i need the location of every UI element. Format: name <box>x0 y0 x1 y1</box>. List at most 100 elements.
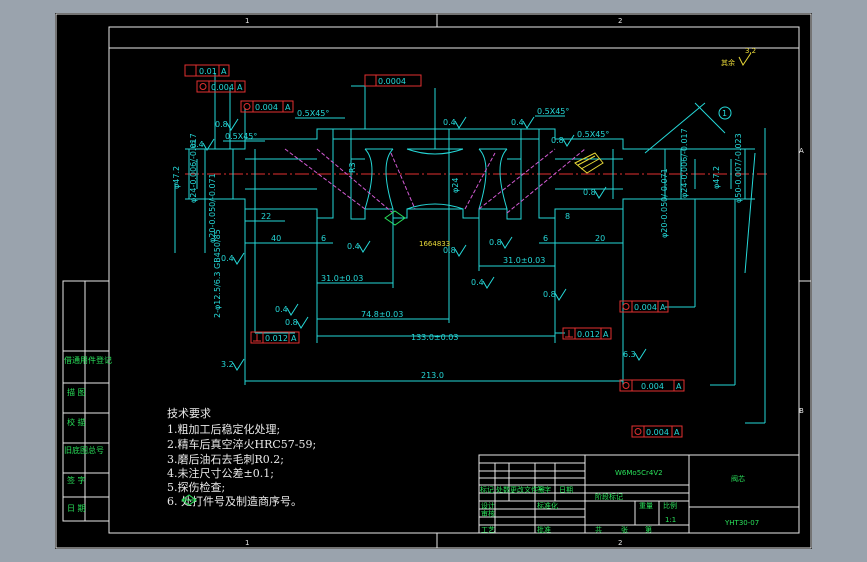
label-scale: 比例 <box>663 501 677 510</box>
title-drawing-no: YHT30-07 <box>724 519 759 527</box>
roughness-value: 0.4 <box>471 278 484 287</box>
zone-num-bottom-1: 1 <box>245 539 249 547</box>
side-label-column <box>62 280 110 522</box>
hidden-lines <box>284 148 586 214</box>
dim-31-right: 31.0±0.03 <box>503 256 545 265</box>
dim-133: 133.0±0.03 <box>411 333 458 342</box>
fcf-perp-left-datum: A <box>291 334 297 343</box>
roughness-value: 0.4 <box>275 305 288 314</box>
roughness-value: 0.8 <box>583 188 596 197</box>
fcf-perp-right-datum: A <box>603 330 609 339</box>
dim-left-dia-1: φ47.2 <box>172 166 181 189</box>
roughness-symbol-icon <box>226 118 239 131</box>
dim-mid-r: R3 <box>348 162 357 173</box>
tech-requirements: 技术要求 1.粗加工后稳定化处理; 2.精车后真空淬火HRC57-59; 3.磨… <box>167 407 316 508</box>
marking-symbol-icon <box>181 494 197 506</box>
label-stage: 阶段标记 <box>595 492 623 501</box>
fcf-cylindricity: 0.0004 <box>364 74 422 87</box>
fcf-circ-1-datum: A <box>237 83 243 92</box>
zone-letter-b: B <box>799 407 804 415</box>
dim-left-dia-2: φ24-0.006/-0.017 <box>189 133 198 203</box>
fcf-circ-r2-datum: A <box>676 382 682 391</box>
tech-item-4: 4.未注尺寸公差±0.1; <box>167 466 274 480</box>
section-hatch <box>577 155 600 170</box>
dim-left-dia-3: φ20-0.050/-0.071 <box>208 173 217 243</box>
roughness-symbol-icon <box>286 303 299 316</box>
tech-item-2: 2.精车后真空淬火HRC57-59; <box>167 437 316 451</box>
chamfer-2: 0.5X45° <box>225 132 257 141</box>
roughness-value: 0.8 <box>551 136 564 145</box>
fcf-circularity-right-3: 0.004 A <box>631 425 683 438</box>
fcf-circularity-1: 0.004 A <box>196 80 246 93</box>
dim-len-8: 8 <box>565 212 570 221</box>
fcf-circ-r3-value: 0.004 <box>646 428 669 437</box>
label-process: 工艺 <box>481 526 495 534</box>
roughness-value: 0.4 <box>347 242 360 251</box>
tech-item-6: 6. 处打件号及制造商序号。 <box>167 494 302 508</box>
zone-letter-a: A <box>799 147 804 155</box>
dim-len-40: 40 <box>271 234 281 243</box>
roughness-value: 6.3 <box>623 350 636 359</box>
fcf-flatness-value: 0.01 <box>199 67 217 76</box>
dim-thread: 1664833 <box>419 240 450 248</box>
drawing-canvas: 1 2 1 2 A B 借通用件登记 描 图 校 描 旧底图总号 签 字 日 期 <box>55 13 812 549</box>
chamfer-3: 0.5X45° <box>537 107 569 116</box>
dim-len-22: 22 <box>261 212 271 221</box>
dim-74: 74.8±0.03 <box>361 310 403 319</box>
fcf-circ-r1-value: 0.004 <box>634 303 657 312</box>
roughness-value: 0.8 <box>489 238 502 247</box>
dim-len-6b: 6 <box>543 234 548 243</box>
dim-len-6a: 6 <box>321 234 326 243</box>
dim-31-left: 31.0±0.03 <box>321 274 363 283</box>
roughness-symbol-icon <box>358 240 371 253</box>
row-label-date: 日期 <box>559 486 573 494</box>
roughness-other-value: 3.2 <box>745 47 756 55</box>
label-sheet: 共 <box>595 525 602 534</box>
roughness-value: 0.8 <box>543 290 556 299</box>
fcf-circ-r1-datum: A <box>660 303 666 312</box>
fcf-perpendicularity-right: 0.012 A <box>562 327 612 340</box>
zone-num-top-2: 2 <box>618 17 622 25</box>
side-label-1: 描 图 <box>67 387 86 397</box>
row-label-mark: 标记 <box>480 485 494 494</box>
fcf-circularity-2: 0.004 A <box>240 100 294 113</box>
fcf-perpendicularity-left: 0.012 A <box>250 331 300 344</box>
label-designer: 设计 <box>481 501 495 510</box>
drawing-sheet: 1 2 1 2 A B 借通用件登记 描 图 校 描 旧底图总号 签 字 日 期 <box>55 13 812 549</box>
section-detail <box>574 152 604 174</box>
roughness-value: 0.4 <box>191 140 204 149</box>
fcf-circularity-right-2: 0.004 A <box>619 379 685 392</box>
roughness-symbol-icon <box>296 316 309 329</box>
tech-item-3: 3.磨后油石去毛刺R0.2; <box>167 452 284 466</box>
dim-right-dia-3: φ24-0.006/-0.017 <box>680 128 689 198</box>
roughness-symbol-icon <box>232 252 245 265</box>
side-label-0: 借通用件登记 <box>64 355 112 365</box>
fcf-circ-2-datum: A <box>285 103 291 112</box>
tech-item-1: 1.粗加工后稳定化处理; <box>167 422 280 436</box>
fcf-perp-left-value: 0.012 <box>265 334 288 343</box>
roughness-value: 0.8 <box>285 318 298 327</box>
roughness-value: 0.4 <box>221 254 234 263</box>
label-std: 标准化 <box>537 501 558 510</box>
label-approve: 批准 <box>537 525 551 534</box>
zone-num-bottom-2: 2 <box>618 539 622 547</box>
roughness-symbol-icon <box>202 138 215 151</box>
title-part-name: 阀芯 <box>731 474 745 483</box>
roughness-symbol-icon <box>232 358 245 371</box>
label-page: 第 <box>645 525 652 534</box>
roughness-symbol-icon <box>482 276 495 289</box>
fcf-perp-right-value: 0.012 <box>577 330 600 339</box>
dim-right-dia-4: φ20-0.050/-0.071 <box>660 168 669 238</box>
roughness-symbol-icon <box>554 288 567 301</box>
tech-title: 技术要求 <box>167 407 211 420</box>
side-label-2: 校 描 <box>67 417 86 427</box>
roughness-symbol-icon <box>594 186 607 199</box>
side-label-4: 签 字 <box>67 475 86 485</box>
title-scale: 1:1 <box>665 516 676 524</box>
roughness-symbol-icon <box>634 348 647 361</box>
chamfer-1: 0.5X45° <box>297 109 329 118</box>
dim-right-dia-2: φ50-0.007/-0.023 <box>734 133 743 203</box>
dim-213: 213.0 <box>421 371 444 380</box>
label-weight: 重量 <box>639 502 653 510</box>
